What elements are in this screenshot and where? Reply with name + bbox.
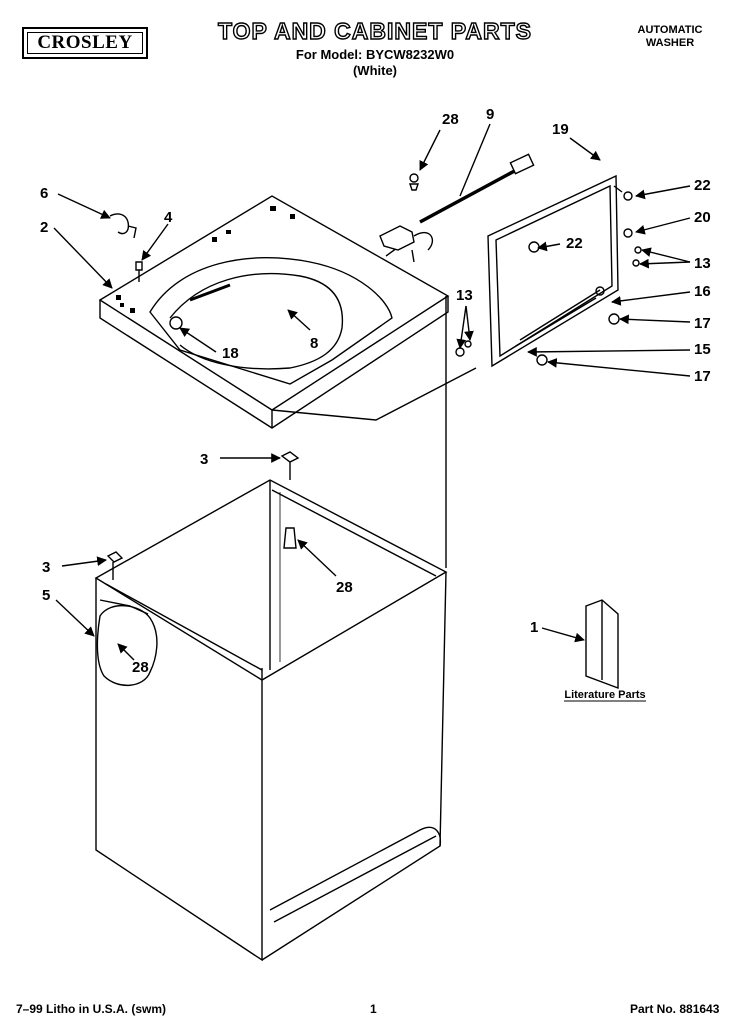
brand-name: CROSLEY [27,32,143,54]
callout-17-lower: 17 [694,368,711,385]
callout-20: 20 [694,209,711,226]
callout-28-middle: 28 [336,579,353,596]
callout-28-top: 28 [442,111,459,128]
callout-3-lower: 3 [42,559,50,576]
callout-3-upper: 3 [200,451,208,468]
callout-15: 15 [694,341,711,358]
callout-6: 6 [40,185,48,202]
model-line: For Model: BYCW8232W0 [295,47,455,62]
callout-1: 1 [530,619,538,636]
callout-4: 4 [164,209,173,226]
product-type: AUTOMATIC WASHER [600,24,740,50]
product-line-2: WASHER [645,37,695,49]
callout-13-left: 13 [456,287,473,304]
callout-16: 16 [694,283,711,300]
brand-logo: CROSLEY [22,27,148,59]
product-line-1: AUTOMATIC [637,24,703,36]
callout-19: 19 [552,121,569,138]
rear-frame [455,174,642,368]
callout-13-right: 13 [694,255,711,272]
footer-part-number: Part No. 881643 [630,1002,720,1016]
callout-17-upper: 17 [694,315,711,332]
callout-18: 18 [222,345,239,362]
footer-page-number: 1 [370,1002,377,1016]
washer-cabinet [94,479,448,962]
callout-8: 8 [310,335,318,352]
callout-9: 9 [486,106,494,123]
footer-litho: 7–99 Litho in U.S.A. (swm) [16,1002,167,1016]
color-line: (White) [352,63,398,78]
callout-22-left: 22 [566,235,583,252]
page-title: TOP AND CABINET PARTS [217,17,533,44]
washer-top-panel [98,195,450,429]
callout-5: 5 [42,587,50,604]
callout-2: 2 [40,219,48,236]
literature-parts-label: Literature Parts [564,689,645,701]
callout-28-lower: 28 [132,659,149,676]
wire-harness [379,153,535,263]
callout-22-right: 22 [694,177,711,194]
